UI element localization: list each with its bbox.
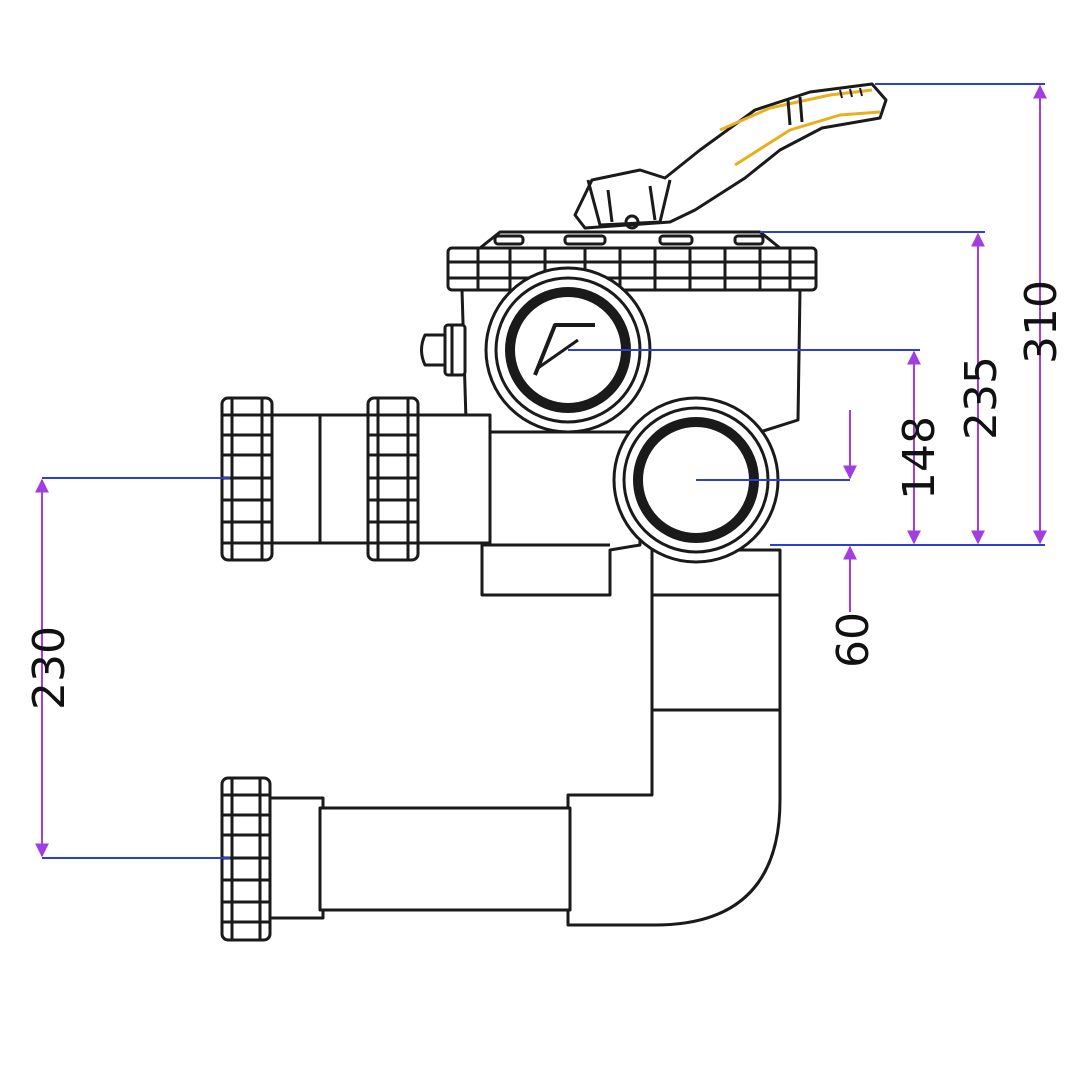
dimension-labels: 310 235 148 60 230 bbox=[24, 280, 1067, 710]
dim-label-235: 235 bbox=[956, 356, 1007, 440]
union-nut-top-left bbox=[220, 396, 274, 562]
dim-label-60: 60 bbox=[828, 612, 879, 668]
vertical-pipe bbox=[566, 548, 782, 927]
union-nut-top-middle bbox=[366, 396, 420, 562]
dimension-lines bbox=[35, 83, 1047, 859]
valve-lid bbox=[446, 230, 818, 292]
valve-body-outline bbox=[220, 82, 888, 942]
valve-handle bbox=[573, 82, 888, 230]
side-outlet-pipe bbox=[268, 413, 492, 545]
dim-label-310: 310 bbox=[1016, 280, 1067, 364]
dim-label-148: 148 bbox=[894, 416, 945, 500]
dim-label-230: 230 bbox=[24, 626, 75, 710]
bottom-outlet-pipe bbox=[266, 796, 572, 920]
gauge-knob bbox=[420, 323, 467, 377]
